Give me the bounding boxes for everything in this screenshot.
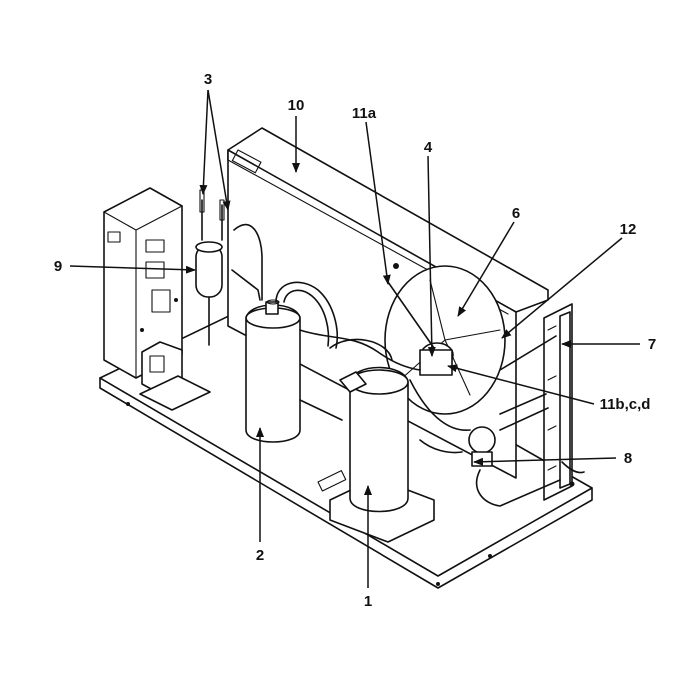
leader-8 [473, 457, 617, 466]
callout-7: 7 [648, 336, 656, 353]
leader-3b [207, 89, 231, 211]
callout-4: 4 [424, 139, 433, 156]
callout-12: 12 [620, 221, 637, 238]
callout-6: 6 [512, 205, 520, 222]
leader-9 [69, 265, 196, 274]
leader-3a [199, 89, 209, 195]
leader-6 [457, 221, 515, 317]
refrigerant-piping [275, 281, 561, 507]
leader-12 [501, 237, 623, 339]
filter-drier [468, 426, 496, 467]
callout-2: 2 [256, 547, 264, 564]
electrical-box [103, 187, 211, 411]
accumulator [195, 189, 263, 346]
callout-8: 8 [624, 450, 632, 467]
receiver-tank [245, 299, 301, 443]
callout-9: 9 [54, 258, 62, 275]
callout-3: 3 [204, 71, 212, 88]
leader-4 [427, 155, 436, 357]
callout-1: 1 [364, 593, 372, 610]
callout-11bcd: 11b,c,d [600, 396, 651, 413]
right-end-panel [543, 303, 585, 501]
callout-labels: 1 2 3 4 6 7 8 9 10 11a 11b,c,d 12 [54, 71, 656, 610]
callout-leaders [69, 89, 640, 588]
callout-10: 10 [288, 97, 305, 114]
leader-11b [447, 364, 595, 405]
callout-11a: 11a [352, 105, 377, 122]
compressor [317, 366, 435, 543]
leader-11a [365, 121, 391, 285]
